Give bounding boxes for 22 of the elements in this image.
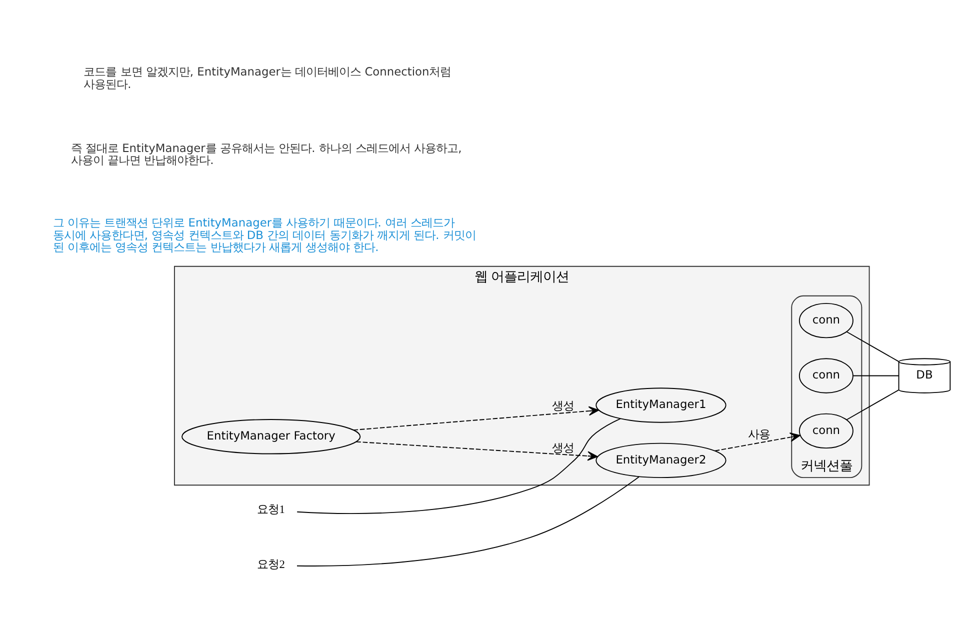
arrow xyxy=(356,441,598,461)
node-ellipse: EntityManager1 xyxy=(596,388,726,423)
edge-label: 생성 xyxy=(552,440,574,454)
node-ellipse: conn xyxy=(798,302,854,338)
node-ellipse: conn xyxy=(798,358,854,394)
node-ellipse: EntityManager2 xyxy=(596,442,726,478)
connector xyxy=(846,390,900,420)
label: 그 이유는 트랜잭션 단위로 EntityManager를 사용하기 때문이다. 여러 스레드가 동시에 사용한다면, 영속성 컨텍스트와 DB 간의 데이터 동기화가 깨지게 된다. 커밋이 된 이후에는 영속성 컨텍스트는 반납했다가 새롭게 생성해야 한다. xyxy=(52,215,476,254)
connector xyxy=(846,331,900,362)
arrow xyxy=(352,406,599,431)
connector xyxy=(852,375,900,376)
connector xyxy=(296,476,640,566)
label: 코드를 보면 알겠지만, EntityManager는 데이터베이스 Connection처럼 사용된다. xyxy=(84,64,452,92)
node-ellipse: conn xyxy=(798,413,854,449)
label: 즉 절대로 EntityManager를 공유해서는 안된다. 하나의 스레드에서 사용하고, 사용이 끝나면 반납해야한다. xyxy=(70,140,462,168)
arrow xyxy=(714,432,800,452)
edge-label: 사용 xyxy=(748,427,770,442)
node-text: 요청1 xyxy=(257,504,285,516)
node-text: 요청2 xyxy=(257,559,285,572)
edge-label: 생성 xyxy=(552,398,574,413)
node-ellipse: EntityManager Factory xyxy=(182,419,361,454)
connector xyxy=(296,418,621,514)
